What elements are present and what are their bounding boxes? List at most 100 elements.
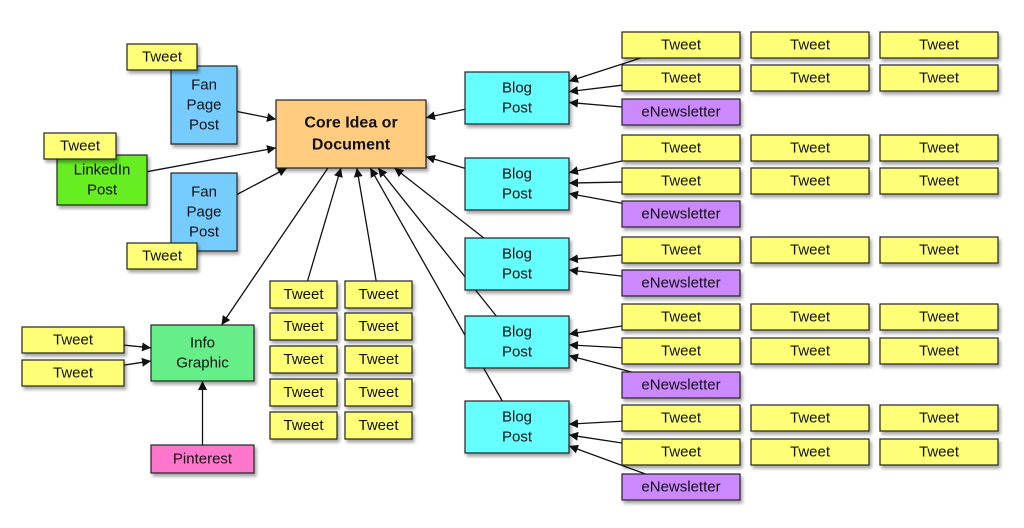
node-box bbox=[750, 64, 870, 92]
node-box bbox=[621, 98, 741, 126]
node-box bbox=[879, 167, 999, 195]
edge-t_b5_r2_c1-to-blog5 bbox=[568, 431, 623, 444]
edge-enews1-to-blog1 bbox=[568, 98, 623, 108]
edge-blog2-to-core bbox=[425, 154, 466, 169]
node-label: Post bbox=[502, 429, 533, 446]
node-label: Tweet bbox=[919, 309, 960, 326]
edge-t_b5_r1_c1-to-blog5 bbox=[568, 419, 623, 429]
node-box bbox=[750, 134, 870, 162]
node-label: Tweet bbox=[358, 351, 399, 368]
node-enews5: eNewsletter bbox=[621, 473, 741, 501]
node-label: Fan bbox=[191, 77, 217, 94]
node-label: Tweet bbox=[358, 384, 399, 401]
node-box bbox=[879, 236, 999, 264]
node-label: Blog bbox=[502, 409, 532, 426]
node-t-b3-r1-c3: Tweet bbox=[879, 236, 999, 264]
node-label: Tweet bbox=[358, 318, 399, 335]
node-label: Tweet bbox=[661, 37, 702, 54]
node-box bbox=[344, 280, 413, 309]
node-label: Tweet bbox=[790, 343, 831, 360]
node-label: Tweet bbox=[53, 365, 94, 382]
edge-core-to-info bbox=[220, 167, 329, 326]
node-t-b2-r1-c3: Tweet bbox=[879, 134, 999, 162]
node-enews3: eNewsletter bbox=[621, 269, 741, 297]
node-label: Post bbox=[189, 117, 220, 134]
node-box bbox=[464, 315, 570, 369]
node-box bbox=[269, 411, 338, 440]
edge-blog1-to-core bbox=[425, 108, 466, 121]
node-box bbox=[621, 134, 741, 162]
node-t-b5-r1-c3: Tweet bbox=[879, 404, 999, 432]
node-label: Tweet bbox=[142, 49, 183, 66]
node-box bbox=[750, 438, 870, 466]
edge-enews4-to-blog4 bbox=[568, 353, 632, 373]
node-label: Tweet bbox=[790, 309, 831, 326]
node-label: Tweet bbox=[661, 173, 702, 190]
node-label: Tweet bbox=[919, 242, 960, 259]
node-box bbox=[621, 337, 741, 365]
node-box bbox=[126, 242, 198, 270]
node-label: Tweet bbox=[919, 70, 960, 87]
node-label: Tweet bbox=[661, 242, 702, 259]
node-label: Post bbox=[502, 186, 533, 203]
node-box bbox=[344, 312, 413, 341]
node-label: Info bbox=[190, 335, 215, 352]
node-box bbox=[126, 43, 198, 71]
node-box bbox=[879, 31, 999, 59]
edge-blog3-to-core bbox=[394, 167, 485, 239]
node-label: Tweet bbox=[790, 140, 831, 157]
node-box bbox=[879, 404, 999, 432]
edge-t_b1_r1_c1-to-blog1 bbox=[568, 57, 641, 83]
node-box bbox=[344, 345, 413, 374]
node-label: eNewsletter bbox=[641, 104, 720, 121]
node-t-g5: Tweet bbox=[269, 345, 338, 374]
node-t-b2-r2-c2: Tweet bbox=[750, 167, 870, 195]
node-box bbox=[344, 378, 413, 407]
node-t-g6: Tweet bbox=[344, 345, 413, 374]
nodes: Core Idea orDocumentFanPagePostFanPagePo… bbox=[21, 31, 999, 501]
node-box bbox=[269, 312, 338, 341]
node-t-fan2: Tweet bbox=[126, 242, 198, 270]
node-label: Tweet bbox=[790, 70, 831, 87]
node-label: Page bbox=[186, 204, 221, 221]
node-t-g4: Tweet bbox=[344, 312, 413, 341]
node-box bbox=[170, 172, 238, 252]
node-box bbox=[464, 400, 570, 454]
node-t-b4-r1-c2: Tweet bbox=[750, 303, 870, 331]
node-box bbox=[750, 236, 870, 264]
edge-t_g1-to-core bbox=[306, 167, 343, 282]
edge-t_g2-to-core bbox=[353, 167, 377, 282]
node-label: Blog bbox=[502, 324, 532, 341]
edge-fan1-to-core bbox=[236, 110, 277, 122]
node-label: Tweet bbox=[790, 37, 831, 54]
node-label: Post bbox=[502, 344, 533, 361]
node-label: eNewsletter bbox=[641, 377, 720, 394]
edge-t_b4_r1_c1-to-blog4 bbox=[568, 325, 623, 338]
node-box bbox=[879, 134, 999, 162]
node-box bbox=[269, 280, 338, 309]
node-box bbox=[750, 404, 870, 432]
node-t-b1-r2-c2: Tweet bbox=[750, 64, 870, 92]
edge-t_info1-to-info bbox=[123, 342, 152, 352]
node-t-g3: Tweet bbox=[269, 312, 338, 341]
node-t-g2: Tweet bbox=[344, 280, 413, 309]
node-t-g9: Tweet bbox=[269, 411, 338, 440]
node-t-b4-r1-c1: Tweet bbox=[621, 303, 741, 331]
node-t-g8: Tweet bbox=[344, 378, 413, 407]
node-label: Tweet bbox=[661, 343, 702, 360]
node-box bbox=[621, 303, 741, 331]
node-label: Tweet bbox=[283, 384, 324, 401]
node-label: Tweet bbox=[358, 286, 399, 303]
node-label: Pinterest bbox=[173, 451, 233, 468]
node-t-b3-r1-c1: Tweet bbox=[621, 236, 741, 264]
node-label: Post bbox=[87, 182, 118, 199]
node-label: Post bbox=[502, 100, 533, 117]
node-box bbox=[464, 237, 570, 291]
node-box bbox=[621, 200, 741, 228]
